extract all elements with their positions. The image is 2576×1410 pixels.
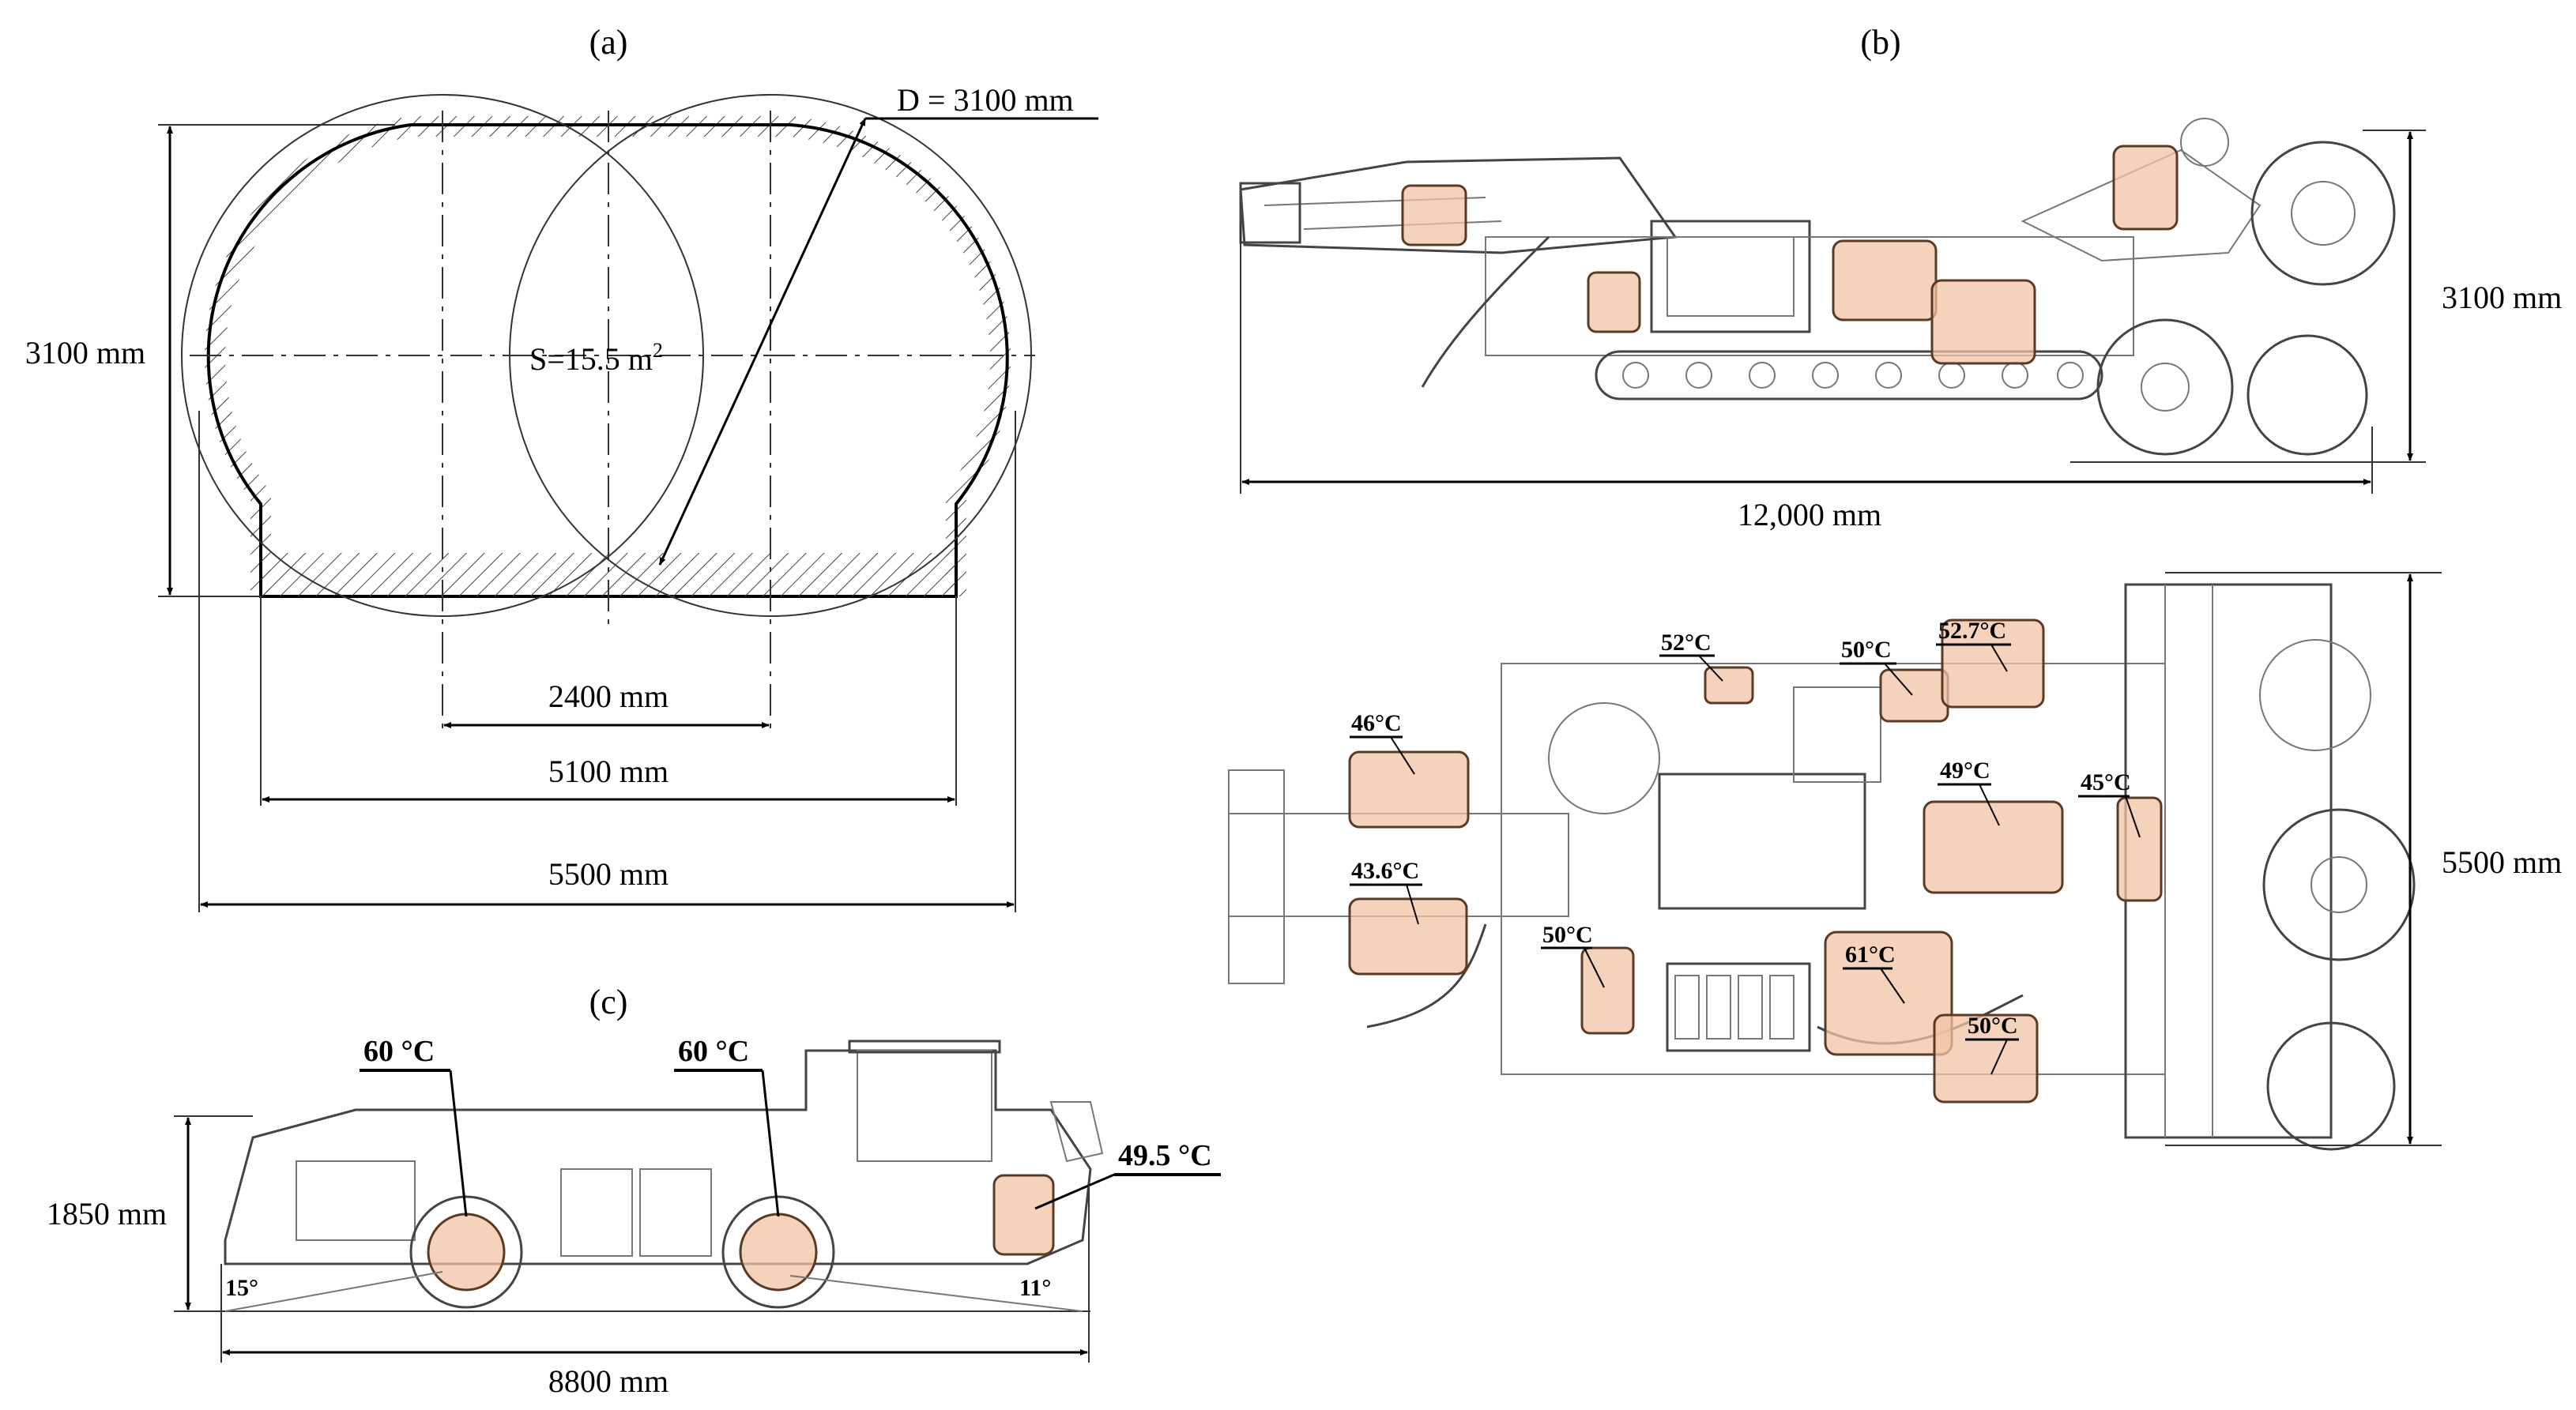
top-hotspot-46c: [1348, 750, 1470, 829]
temp-rear-wheel: 60 °C: [363, 1035, 435, 1068]
temp-50c-upper: 50°C: [1841, 637, 1892, 663]
top-hotspot-50c-right: [1933, 1013, 2039, 1104]
temp-49c: 49°C: [1940, 758, 1990, 784]
loader-cab-roof: [848, 1040, 1001, 1054]
panel-c-loader: (c) 60 °C 60 °C 49.5 °C 15° 11°: [47, 983, 1221, 1399]
loader-engine-block: [296, 1160, 416, 1241]
panel-b-label: (b): [1860, 23, 1900, 62]
combine-side-view: 12,000 mm 3100 mm: [1239, 118, 2562, 532]
panel-a-cross-section: (a) D = 3100 mm S=15.5 m2 3100 mm 2400 m…: [25, 23, 1098, 912]
loader-front-hotspot: [992, 1174, 1055, 1256]
loader-height-label: 1850 mm: [47, 1196, 167, 1231]
loader-approach-rear: [224, 1271, 443, 1312]
loader-front-wheel-hotspot: [739, 1213, 818, 1292]
side-electrical-cabinet: [1650, 220, 1811, 333]
top-temp-labels: 52°C 50°C 52.7°C 46°C 49°C 45°C 43.6°C: [1350, 618, 2141, 1075]
diameter-label: D = 3100 mm: [897, 82, 1074, 118]
loader-cab: [857, 1050, 992, 1162]
angle-rear-label: 11°: [1019, 1275, 1051, 1301]
loader-approach-front: [789, 1275, 1083, 1312]
top-hotspot-52-7c: [1941, 619, 2045, 709]
combine-top-view: 52°C 50°C 52.7°C 46°C 49°C 45°C 43.6°C: [1228, 572, 2562, 1151]
top-gearbox-cells: [1674, 975, 1795, 1040]
panel-c-label: (c): [589, 983, 628, 1021]
side-upper-cutter: [2250, 141, 2396, 286]
top-hotspot-45c: [2116, 796, 2163, 902]
top-hotspot-49c: [1923, 800, 2064, 894]
side-cutter-box: [1239, 182, 1301, 244]
top-hotspot-61c: [1824, 931, 1953, 1056]
top-hotspot-52c: [1704, 666, 1754, 705]
temp-front-wheel: 60 °C: [678, 1035, 749, 1068]
top-hotspot-50c-upper: [1879, 668, 1949, 723]
loader-cabinet-2: [639, 1168, 712, 1257]
side-lower-cutter: [2096, 318, 2234, 456]
side-lower-cutter-2: [2246, 334, 2368, 456]
loader-length-label: 8800 mm: [548, 1363, 668, 1399]
side-hotspot-4: [1930, 279, 2036, 365]
top-width-label: 5500 mm: [2442, 844, 2562, 880]
panel-b-combine: (b): [1228, 23, 2562, 1151]
temp-front-equipment: 49.5 °C: [1118, 1139, 1212, 1172]
side-length-label: 12,000 mm: [1738, 497, 1881, 532]
top-center-frame: [1658, 773, 1866, 910]
side-top-wheel: [2180, 118, 2229, 167]
side-cable: [1421, 235, 1550, 388]
temp-46c: 46°C: [1351, 710, 1402, 736]
top-rotary: [1548, 702, 1660, 814]
top-hotspot-50c-lower: [1580, 946, 1635, 1035]
temp-52-7c: 52.7°C: [1938, 618, 2006, 644]
loader-rear-wheel: [409, 1195, 523, 1309]
panel-a-label: (a): [589, 23, 628, 62]
diameter-arrow: [658, 118, 867, 566]
top-gearbox: [1666, 962, 1811, 1052]
top-hotspot-43-6c: [1348, 897, 1468, 976]
loader-bucket: [1049, 1101, 1104, 1163]
loader-cabinet-1: [560, 1168, 633, 1257]
temp-50c-lower: 50°C: [1542, 922, 1593, 948]
side-body: [1485, 236, 2134, 356]
side-hotspot-5: [2112, 145, 2179, 231]
top-cutter-top: [2259, 639, 2371, 751]
temp-50c-right: 50°C: [1968, 1013, 2018, 1039]
side-hotspot-1: [1401, 184, 1467, 246]
temp-45c: 45°C: [2081, 769, 2131, 795]
dim-inner-label: 2400 mm: [548, 679, 668, 714]
loader-rear-wheel-hotspot: [427, 1213, 506, 1292]
dim-total-label: 5500 mm: [548, 856, 668, 892]
top-cutter-upper: [2262, 808, 2416, 961]
side-height-label: 3100 mm: [2442, 280, 2562, 315]
temp-61c: 61°C: [1845, 942, 1896, 968]
loader-front-wheel: [721, 1195, 835, 1309]
loader-body: [224, 1049, 1092, 1265]
temp-43-6c: 43.6°C: [1351, 858, 1419, 884]
side-track-rollers: [1622, 362, 2084, 389]
temp-52c: 52°C: [1661, 630, 1712, 656]
side-hotspot-3: [1832, 239, 1938, 321]
side-crawler-track: [1595, 350, 2103, 400]
top-cutter-lower: [2266, 1021, 2396, 1151]
dim-base-label: 5100 mm: [548, 754, 668, 789]
side-hotspot-2: [1587, 271, 1641, 333]
area-label: S=15.5 m2: [529, 339, 663, 377]
angle-front-label: 15°: [225, 1275, 258, 1301]
height-label: 3100 mm: [25, 335, 145, 370]
